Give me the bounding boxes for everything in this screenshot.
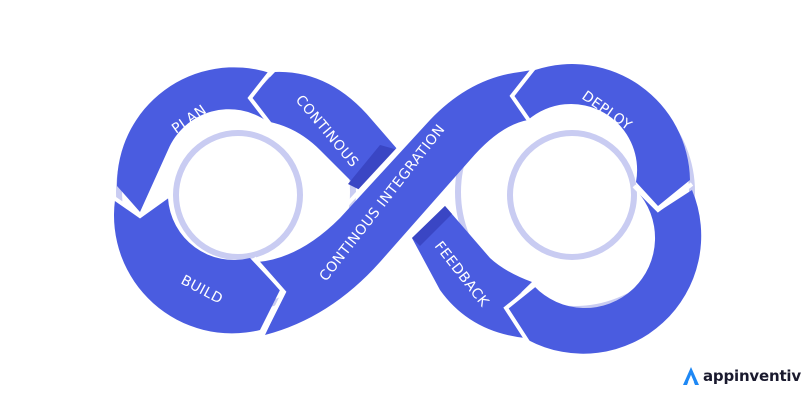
divider-plan-continuous bbox=[247, 68, 274, 126]
segment-continuous-integration[interactable] bbox=[258, 70, 532, 335]
segment-feedback[interactable] bbox=[412, 206, 532, 338]
divider-ci-edge-top bbox=[340, 102, 442, 212]
segment-plan[interactable] bbox=[116, 67, 270, 212]
brand-logo: appinventiv bbox=[682, 366, 801, 386]
divider-deploy-operate bbox=[632, 182, 694, 213]
segment-continuous[interactable] bbox=[250, 71, 398, 190]
brand-name: appinventiv bbox=[703, 367, 801, 385]
left-inner-shadow bbox=[173, 130, 303, 260]
segment-build[interactable] bbox=[113, 198, 281, 334]
segment-deploy[interactable] bbox=[512, 64, 690, 206]
continuous-overlap-shade bbox=[348, 145, 398, 190]
segment-operate[interactable] bbox=[507, 190, 702, 354]
divider-operate-feedback bbox=[503, 282, 538, 344]
divider-build-ci bbox=[252, 256, 287, 337]
triangle-a-logo-icon bbox=[683, 367, 699, 385]
right-loop bbox=[507, 64, 702, 354]
left-loop bbox=[113, 67, 281, 334]
divider-plan-build bbox=[112, 194, 170, 219]
feedback-overlap-shade bbox=[412, 206, 452, 246]
divider-ci-deploy bbox=[509, 66, 536, 124]
right-inner-shadow bbox=[507, 130, 637, 260]
dividers bbox=[112, 66, 694, 344]
